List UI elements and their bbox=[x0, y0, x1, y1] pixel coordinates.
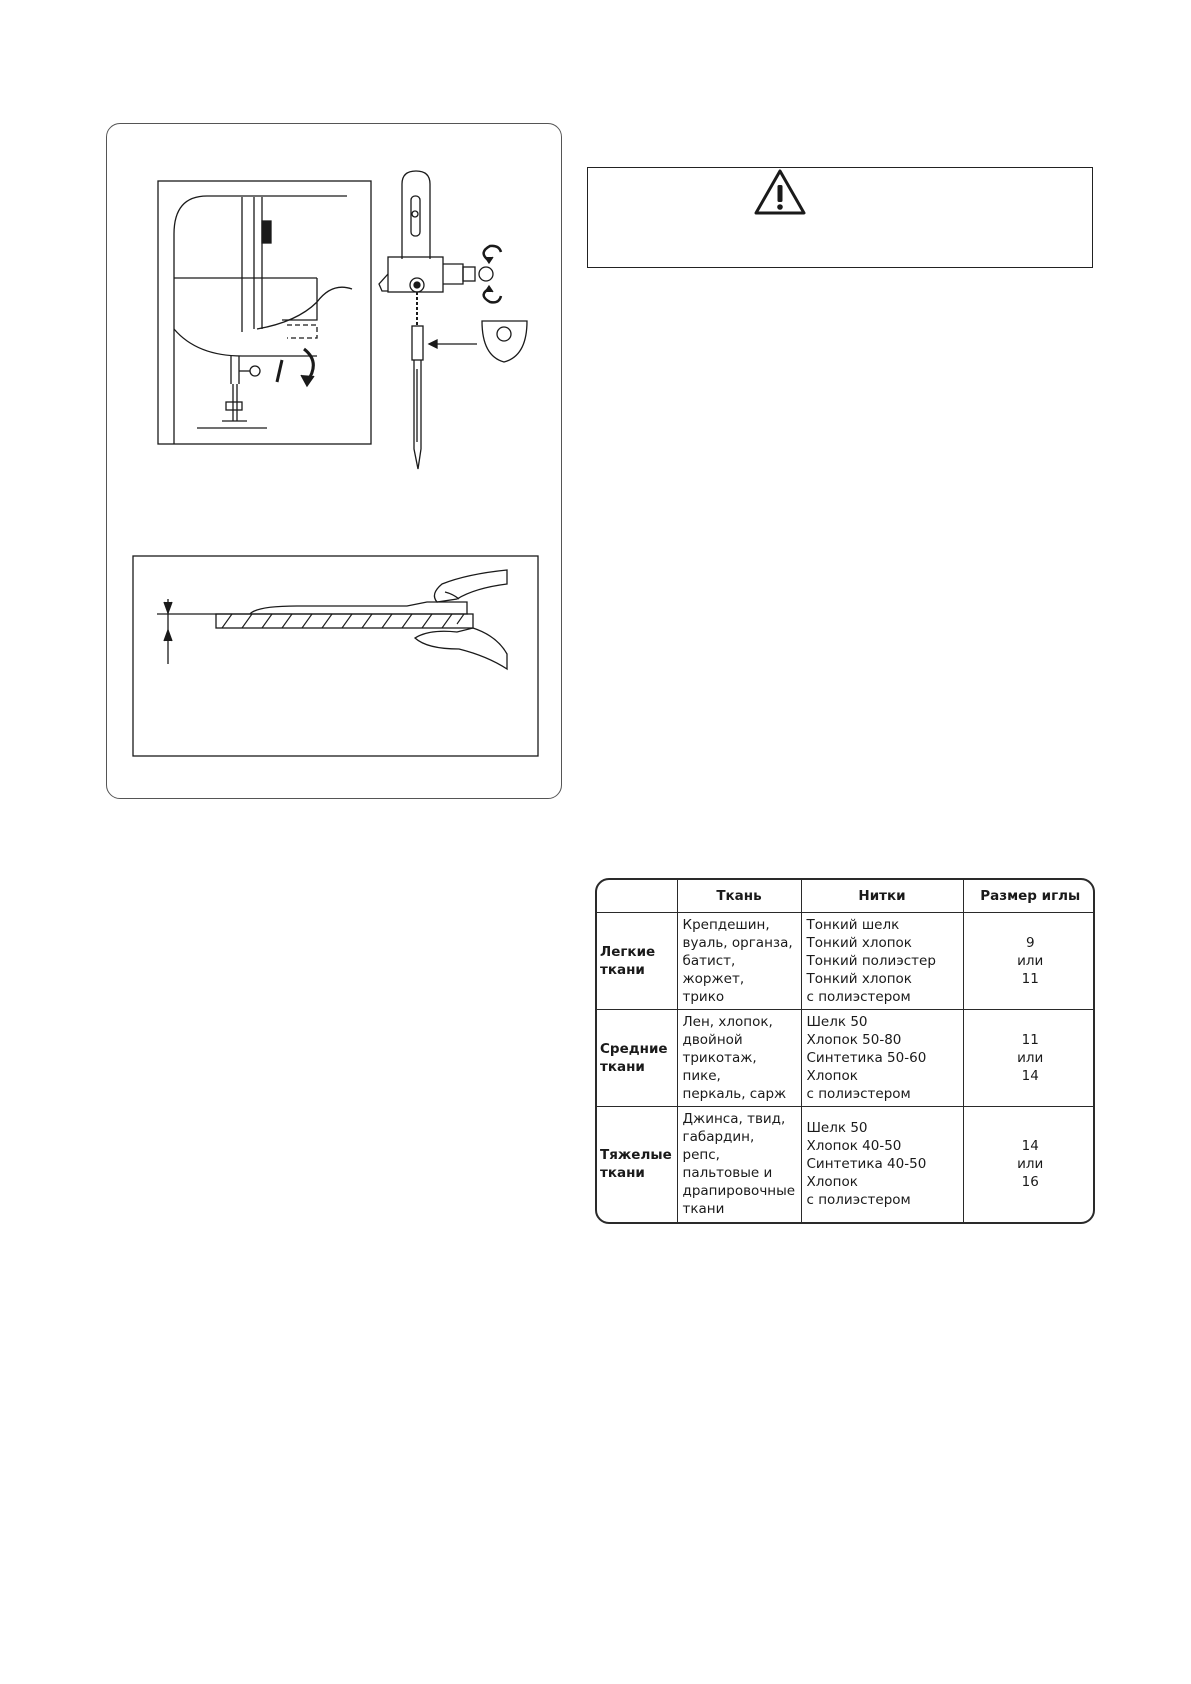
row-threads: Шелк 50 Хлопок 40-50 Синтетика 40-50 Хло… bbox=[800, 1105, 964, 1222]
row-fabric: Лен, хлопок, двойной трикотаж, пике, пер… bbox=[676, 1008, 802, 1107]
row-fabric: Крепдешин, вуаль, органза, батист, жорже… bbox=[676, 912, 802, 1010]
header-cell-needle-size: Размер иглы bbox=[962, 880, 1093, 913]
table-header-row: Ткань Нитки Размер иглы bbox=[597, 880, 1093, 913]
table-row: Тяжелые ткани Джинса, твид, габардин, ре… bbox=[597, 1105, 1093, 1222]
header-cell-threads: Нитки bbox=[800, 880, 964, 913]
needle-check-drawing bbox=[132, 555, 539, 757]
row-needle-size: 9 или 11 bbox=[962, 912, 1093, 1010]
row-needle-size: 14 или 16 bbox=[962, 1105, 1093, 1222]
row-category: Легкие ткани bbox=[597, 912, 678, 1010]
needle-clamp-drawing bbox=[378, 170, 528, 470]
table-row: Легкие ткани Крепдешин, вуаль, органза, … bbox=[597, 912, 1093, 1010]
row-fabric: Джинса, твид, габардин, репс, пальтовые … bbox=[676, 1105, 802, 1222]
needle-size-table: Ткань Нитки Размер иглы Легкие ткани Кре… bbox=[597, 880, 1093, 1222]
row-needle-size: 11 или 14 bbox=[962, 1008, 1093, 1107]
header-cell-fabric: Ткань bbox=[676, 880, 802, 913]
row-threads: Шелк 50 Хлопок 50-80 Синтетика 50-60 Хло… bbox=[800, 1008, 964, 1107]
header-cell-empty bbox=[597, 880, 678, 913]
row-category: Тяжелые ткани bbox=[597, 1105, 678, 1222]
table-row: Средние ткани Лен, хлопок, двойной трико… bbox=[597, 1008, 1093, 1107]
needle-illustrations bbox=[132, 170, 539, 757]
warning-box bbox=[587, 167, 1093, 268]
illustration-panel bbox=[106, 123, 562, 799]
machine-head-drawing bbox=[157, 180, 372, 445]
fabric-thread-needle-table: Ткань Нитки Размер иглы Легкие ткани Кре… bbox=[595, 878, 1095, 1224]
row-threads: Тонкий шелк Тонкий хлопок Тонкий полиэст… bbox=[800, 912, 964, 1010]
row-category: Средние ткани bbox=[597, 1008, 678, 1107]
warning-triangle-icon bbox=[754, 169, 806, 215]
